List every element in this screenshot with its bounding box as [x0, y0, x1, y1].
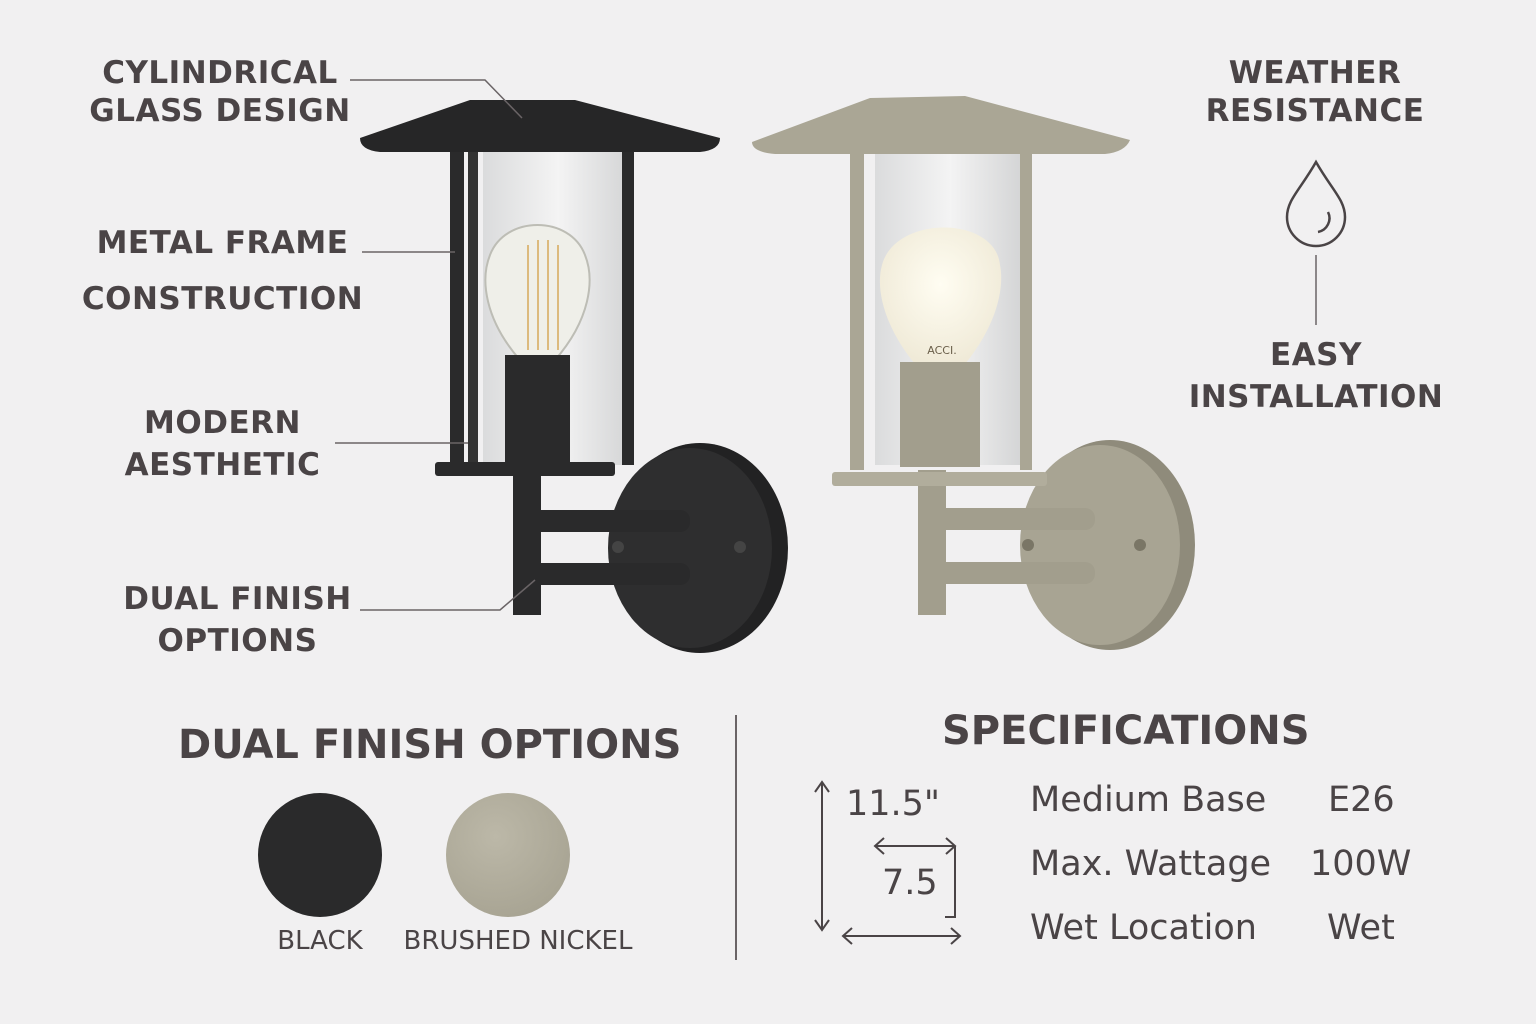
bulb-marking: ACCI. — [927, 344, 956, 357]
spec-value-base: E26 — [1328, 780, 1395, 820]
spec-name-wattage: Max. Wattage — [1030, 844, 1272, 884]
section-divider — [735, 715, 737, 960]
spec-width: 7.5 — [882, 863, 938, 903]
spec-value-wet: Wet — [1327, 908, 1395, 948]
specs-title: SPECIFICATIONS — [942, 708, 1310, 754]
spec-value-wattage: 100W — [1310, 844, 1412, 884]
swatch-brushed-nickel[interactable] — [446, 793, 570, 917]
spec-name-wet: Wet Location — [1030, 908, 1257, 948]
spec-height: 11.5" — [846, 784, 941, 824]
swatch-label-black: BLACK — [277, 926, 363, 956]
spec-name-base: Medium Base — [1030, 780, 1267, 820]
water-drop-icon — [1285, 159, 1347, 248]
swatch-black[interactable] — [258, 793, 382, 917]
product-illustration: ACCI. — [335, 79, 1347, 653]
swatch-label-nickel: BRUSHED NICKEL — [403, 926, 633, 956]
finishes-title: DUAL FINISH OPTIONS — [178, 722, 682, 768]
black-lamp — [360, 100, 788, 653]
brushed-nickel-lamp: ACCI. — [752, 96, 1195, 650]
